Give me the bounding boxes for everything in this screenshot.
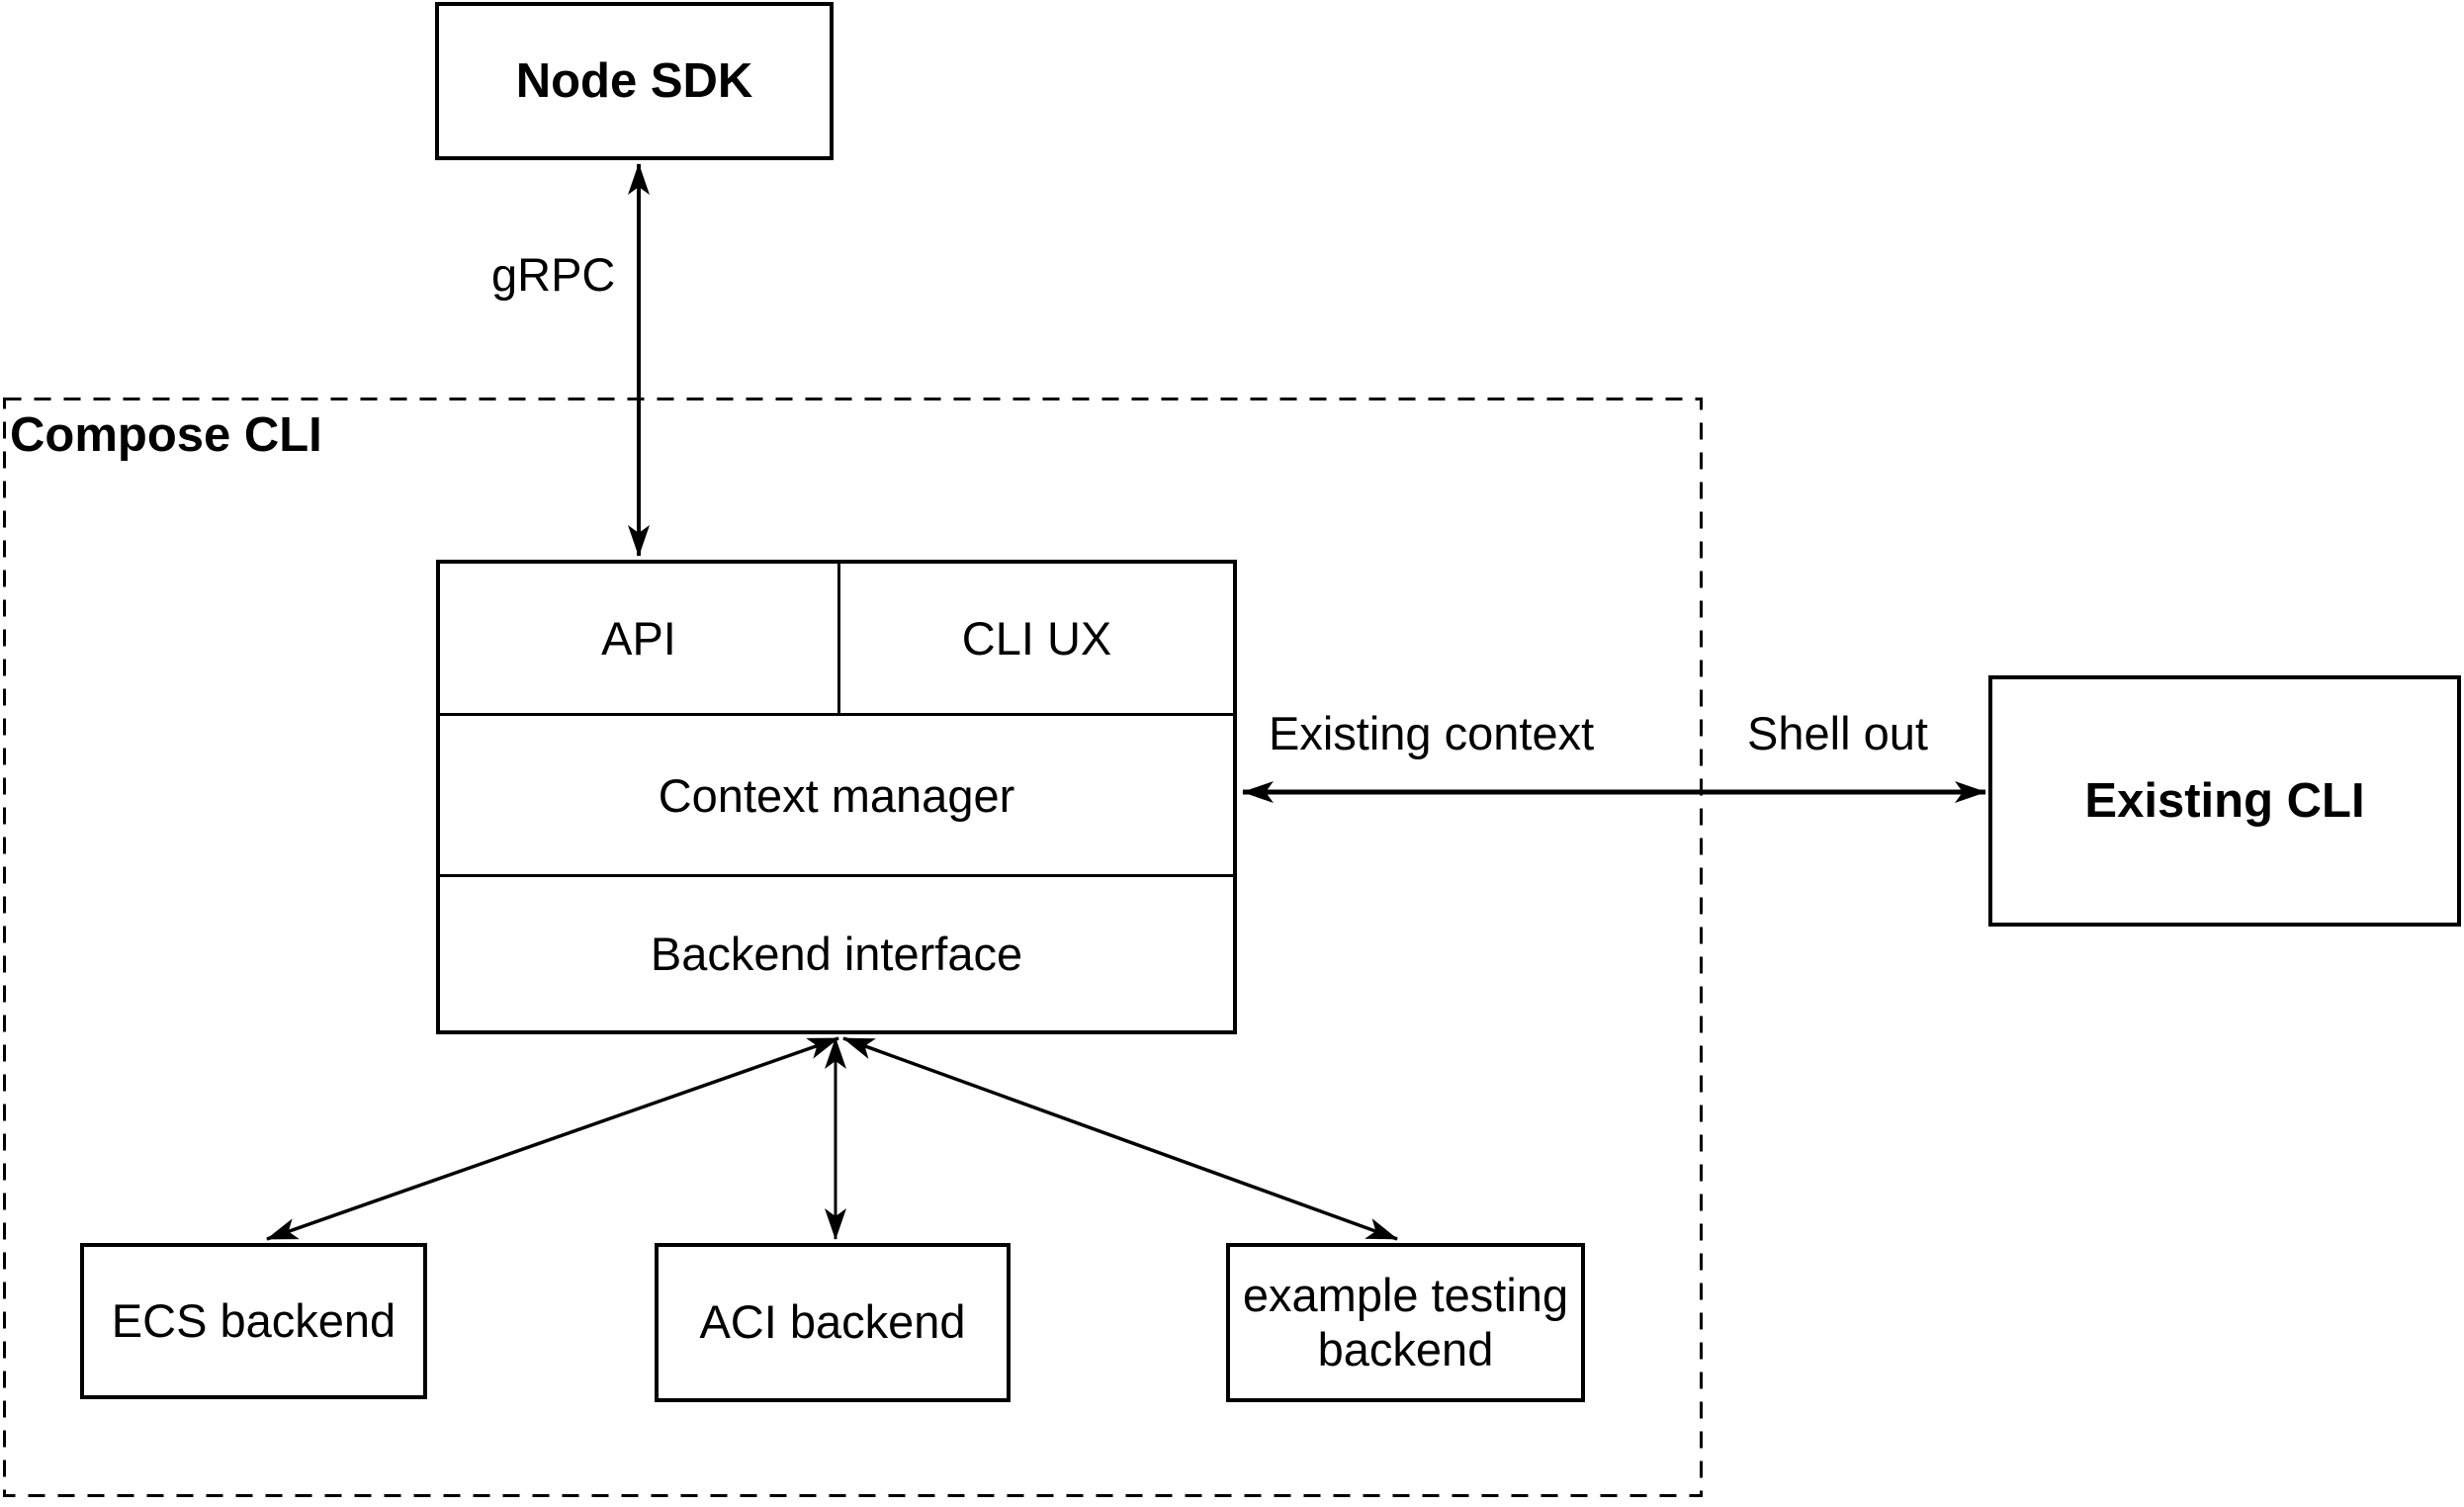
api-cell: API [440,564,840,713]
node-sdk-box: Node SDK [435,2,834,160]
aci-backend-box: ACI backend [655,1243,1011,1402]
backend-interface-row: Backend interface [440,877,1233,1030]
shell-out-edge-label: Shell out [1747,707,1928,759]
api-cliux-row: API CLI UX [440,564,1233,716]
backend-interface-label: Backend interface [650,928,1023,980]
ecs-backend-label: ECS backend [111,1293,396,1347]
aci-backend-label: ACI backend [699,1295,966,1349]
example-testing-backend-box: example testing backend [1226,1243,1585,1402]
existing-cli-box: Existing CLI [1988,675,2461,927]
context-manager-cell: Context manager [440,716,1233,874]
existing-context-edge-label: Existing context [1269,707,1595,759]
context-manager-row: Context manager [440,716,1233,877]
node-sdk-label: Node SDK [515,53,753,108]
api-label: API [601,612,676,665]
example-testing-backend-label: example testing backend [1242,1269,1569,1375]
compose-cli-container-label: Compose CLI [10,408,322,462]
existing-cli-label: Existing CLI [2084,773,2365,828]
compose-cli-core-box: API CLI UX Context manager Backend inter… [436,560,1237,1034]
ecs-backend-box: ECS backend [80,1243,427,1399]
context-manager-label: Context manager [658,768,1015,822]
backend-interface-cell: Backend interface [440,877,1233,1030]
ecs-backend-arrow [266,1036,839,1241]
cli-ux-cell: CLI UX [840,564,1233,713]
cli-ux-label: CLI UX [961,612,1112,665]
grpc-edge-label: gRPC [491,248,616,301]
example-backend-arrow [842,1036,1398,1241]
